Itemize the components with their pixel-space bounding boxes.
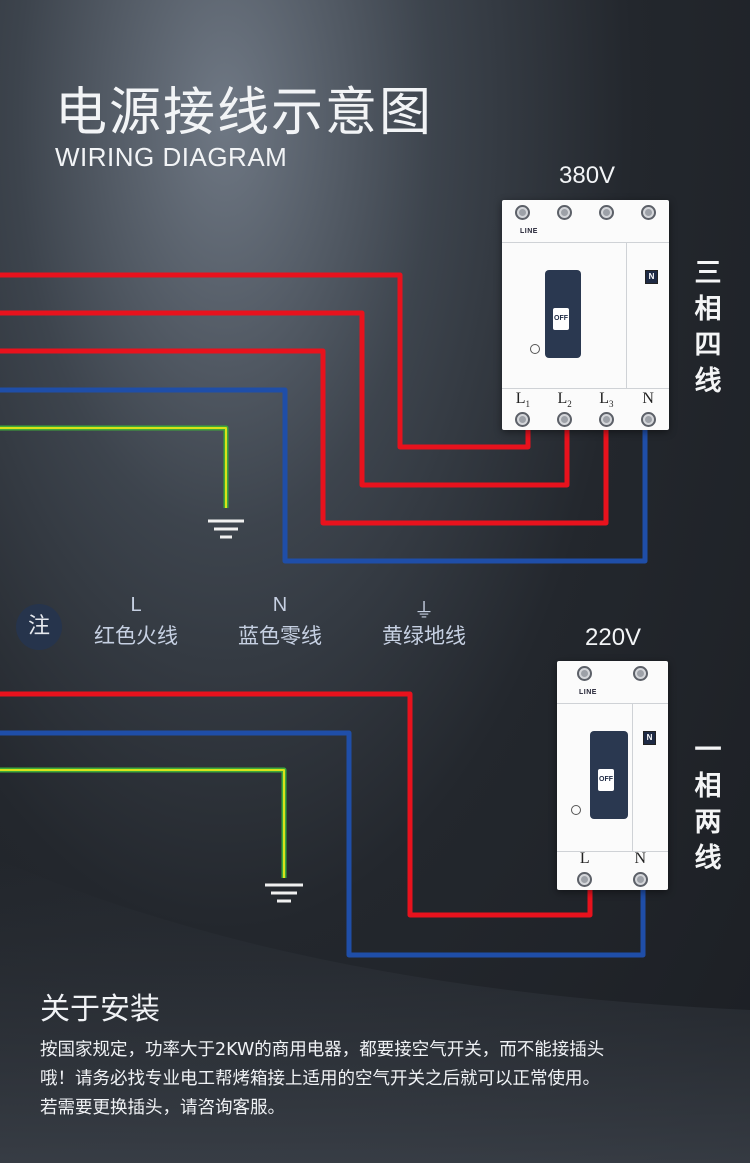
legend-ground: ⏚ 黄绿地线 [376,594,472,650]
live-wire-l1 [0,272,531,450]
three-phase-label: 三相四线 [694,258,722,397]
screw-icon [640,412,656,427]
ground-wire-outer [0,425,229,508]
legend-ground-text: 黄绿地线 [382,624,466,648]
screw-icon [577,666,593,681]
note-marker: 注 [16,604,62,650]
live-wire-l [0,691,593,918]
indicator-dot [571,805,581,815]
page-title: 电源接线示意图 [55,83,434,143]
single-phase-label: 一相两线 [694,735,722,874]
screw-icon [515,412,531,427]
terminal-labels: L1 L2 L3 N [502,390,669,409]
about-line: 若需要更换插头，请咨询客服。 [40,1098,285,1118]
screw-icon [515,205,531,220]
terminal-labels: L N [557,850,668,869]
neutral-wire-n [0,730,646,958]
screw-icon [640,205,656,220]
terminal-n: N [642,390,654,407]
bottom-panel [0,860,750,1163]
legend-live-text: 红色火线 [94,624,178,648]
neutral-wire-symbol: N [272,594,288,616]
legend-neutral: N 蓝色零线 [232,594,328,650]
divider [557,851,668,852]
ground-wire-inner [0,769,285,878]
voltage-label-220: 220V [585,624,642,651]
ground-icon [265,883,303,903]
legend-neutral-text: 蓝色零线 [238,624,322,648]
screw-icon [577,872,593,887]
terminal-l1: L1 [515,390,531,410]
terminal-l2: L2 [557,390,572,410]
indicator-dot [530,344,540,354]
screw-icon [598,412,614,427]
screw-icon [598,205,614,220]
terminal-n: N [634,850,647,867]
breaker-single-phase: LINE N OFF L N [557,661,668,890]
screw-icon [632,872,648,887]
ground-wire-inner [0,427,227,508]
screw-icon [557,412,573,427]
about-line: 哦！请务必找专业电工帮烤箱接上适用的空气开关之后就可以正常使用。 [40,1069,600,1089]
top-terminal-screws [502,205,669,220]
terminal-l3: L3 [599,390,614,410]
divider [502,242,669,243]
screw-icon [632,666,648,681]
terminal-l: L [579,850,590,867]
about-title: 关于安装 [40,992,160,1027]
ground-wire-outer [0,767,287,878]
about-text: 按国家规定，功率大于2KW的商用电器，都要接空气开关，而不能接插头 哦！请务必找… [40,1036,730,1123]
n-indicator: N [643,731,656,745]
ground-icon [208,519,244,539]
ground-icon: ⏚ [414,600,434,622]
live-wire-symbol: L [130,594,142,616]
switch-lever-off: OFF [553,308,569,330]
divider [557,703,668,704]
line-label: LINE [579,689,597,696]
page-subtitle: WIRING DIAGRAM [55,142,288,172]
switch-lever-off: OFF [598,769,614,791]
top-terminal-screws [557,666,668,681]
bottom-terminal-screws [502,412,669,427]
about-line: 按国家规定，功率大于2KW的商用电器，都要接空气开关，而不能接插头 [40,1040,605,1060]
three-phase-wires [0,272,648,564]
divider [502,388,669,389]
neutral-wire [0,387,648,564]
live-wire-l3 [0,348,609,526]
breaker-switch[interactable]: OFF [545,270,581,358]
voltage-label-380: 380V [559,162,616,189]
bottom-terminal-screws [557,872,668,887]
single-phase-wires [0,691,646,958]
legend-live: L 红色火线 [88,594,184,650]
screw-icon [557,205,573,220]
divider [626,242,627,388]
divider [632,703,633,851]
n-indicator: N [645,270,658,284]
breaker-three-phase: LINE N OFF L1 L2 L3 N [502,200,669,430]
line-label: LINE [520,228,538,235]
breaker-switch[interactable]: OFF [590,731,628,819]
live-wire-l2 [0,310,570,488]
